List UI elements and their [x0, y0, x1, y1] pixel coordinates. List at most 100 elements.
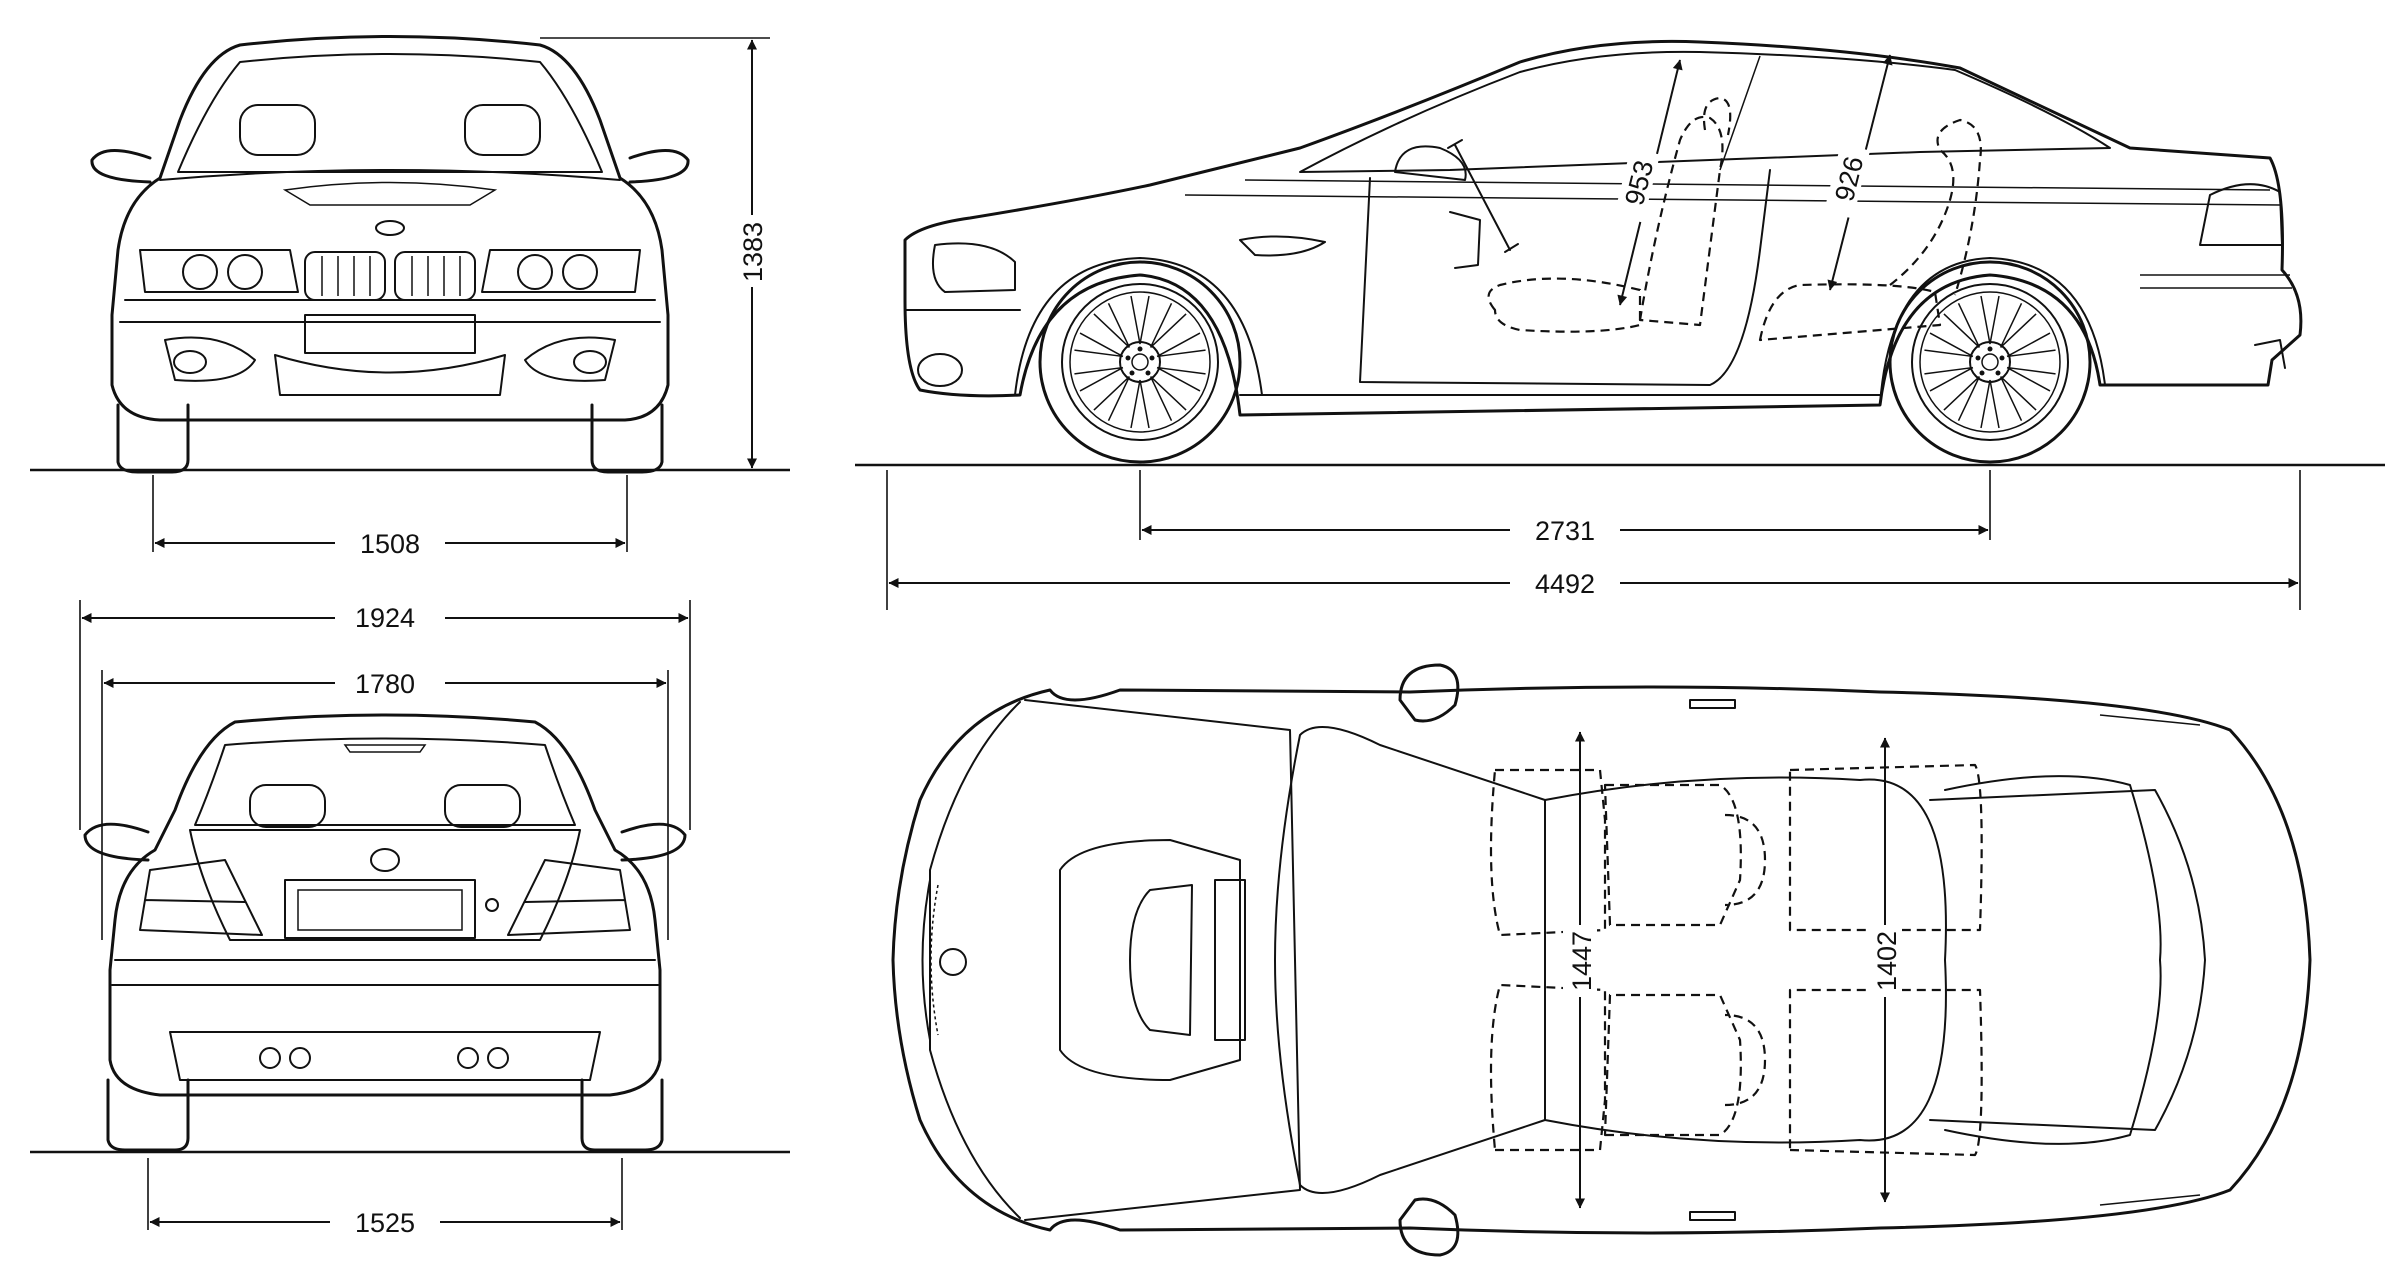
top-front-headrest-right [1724, 1013, 1767, 1107]
pedal-area [1449, 211, 1481, 269]
top-windshield [1274, 726, 1546, 1194]
length-label: 4492 [1535, 569, 1595, 599]
side-view: 953 926 2731 4492 [855, 39, 2385, 610]
license-plate-rear [297, 889, 463, 931]
rear-seat-cushion [1758, 283, 1942, 342]
license-plate-recess [284, 879, 476, 939]
headlight-left [139, 249, 299, 293]
rear-left-tire [106, 1078, 190, 1152]
lower-air-intake [274, 354, 506, 396]
foglight-right [573, 350, 607, 374]
side-window [1299, 50, 2111, 173]
top-roof [1544, 776, 1947, 1144]
top-front-seat-right-cushion [1489, 983, 1607, 1152]
top-mirror-right [1398, 1197, 1460, 1257]
headlamp-left-inner [227, 254, 263, 290]
grille-bars [321, 256, 461, 296]
side-headlight [932, 242, 1016, 293]
b-pillar [1719, 55, 1761, 171]
tail-light-right [507, 859, 631, 936]
foglight-left [173, 350, 207, 374]
front-left-tire [116, 403, 190, 474]
rear-headrest-right [444, 784, 521, 828]
side-foglight [917, 353, 963, 387]
front-seat-right [464, 104, 541, 156]
rear-logo [370, 848, 400, 872]
top-mirror-left [1398, 663, 1460, 723]
side-body-outline [903, 39, 2303, 417]
hood-bulge [282, 181, 498, 206]
top-front-seat-left-cushion [1489, 768, 1607, 937]
rear-right-tire [580, 1078, 664, 1152]
front-logo [375, 220, 405, 236]
front-wheel-arch [1014, 257, 1263, 396]
exhaust-tip-2 [289, 1047, 311, 1069]
width-label: 1780 [355, 669, 415, 699]
side-mirror [1394, 145, 1467, 181]
top-rear-seat-right [1788, 988, 1983, 1157]
top-front-headrest-left [1724, 813, 1767, 907]
front-headrest [1702, 96, 1732, 136]
exhaust-tip-3 [457, 1047, 479, 1069]
top-trunk [1929, 789, 2206, 1131]
front-headroom-label: 953 [1619, 157, 1659, 208]
top-view: 1447 1402 [891, 663, 2312, 1257]
hood-line [159, 169, 621, 181]
front-mirror-left [90, 148, 152, 184]
front-bumper-lines [119, 299, 661, 323]
belt-lines [1184, 179, 2281, 206]
hood-power-dome [1059, 839, 1241, 1081]
wheelbase-label: 2731 [1535, 516, 1595, 546]
front-seat-left [239, 104, 316, 156]
top-logo [939, 948, 967, 976]
exhaust-tip-4 [487, 1047, 509, 1069]
front-grille-mesh [930, 884, 939, 1036]
rear-bumper-lines [111, 959, 659, 986]
hood-outline [1024, 699, 1301, 1221]
rear-mirror-right [620, 822, 687, 862]
door-outline [1359, 169, 1771, 386]
top-front-seat-right-back [1603, 993, 1742, 1137]
kidney-grille-right [394, 251, 476, 301]
height-dimension-label: 1383 [738, 222, 768, 282]
headlamp-right-inner [517, 254, 553, 290]
trunk-lock [485, 898, 499, 912]
rear-view: 1924 1780 1525 [30, 600, 790, 1239]
rear-wheel [1888, 260, 2092, 464]
width-mirrors-label: 1924 [355, 603, 415, 633]
front-track-label: 1508 [360, 529, 420, 559]
front-right-tire [590, 403, 664, 474]
front-seat-cushion [1487, 277, 1642, 333]
rear-diffuser-side [2254, 339, 2286, 369]
front-body-outline [110, 35, 670, 422]
cowl-panel [1214, 879, 1246, 1041]
rear-headrest-left [249, 784, 326, 828]
rear-body-outline [108, 713, 662, 1097]
license-plate-front [304, 314, 476, 354]
foglight-recess-right [524, 336, 616, 382]
front-view: 1383 1508 [30, 35, 790, 560]
rear-headroom-label: 926 [1829, 153, 1869, 204]
foglight-recess-left [164, 336, 256, 382]
rear-window [194, 737, 576, 826]
rear-track-label: 1525 [355, 1208, 415, 1238]
rear-seat-back [1889, 118, 1982, 296]
steering-wheel [1447, 139, 1519, 253]
side-gill [1239, 235, 1326, 257]
top-rear-window [1944, 775, 2162, 1145]
door-handle-right [1689, 1211, 1736, 1221]
third-brake-light [343, 744, 427, 753]
tail-light-left [139, 859, 263, 936]
windshield [177, 53, 603, 173]
top-body-outline [891, 685, 2312, 1235]
top-rear-seat-left [1788, 763, 1983, 932]
hood-front-edge [929, 701, 1021, 1219]
rear-bumper-side-lines [2140, 274, 2292, 289]
front-wheel [1038, 260, 1242, 464]
headlamp-right-outer [562, 254, 598, 290]
top-front-seat-left-back [1603, 783, 1742, 927]
front-shoulder-label: 1447 [1567, 931, 1597, 991]
front-seat-back [1638, 115, 1724, 327]
headlight-right [481, 249, 641, 293]
